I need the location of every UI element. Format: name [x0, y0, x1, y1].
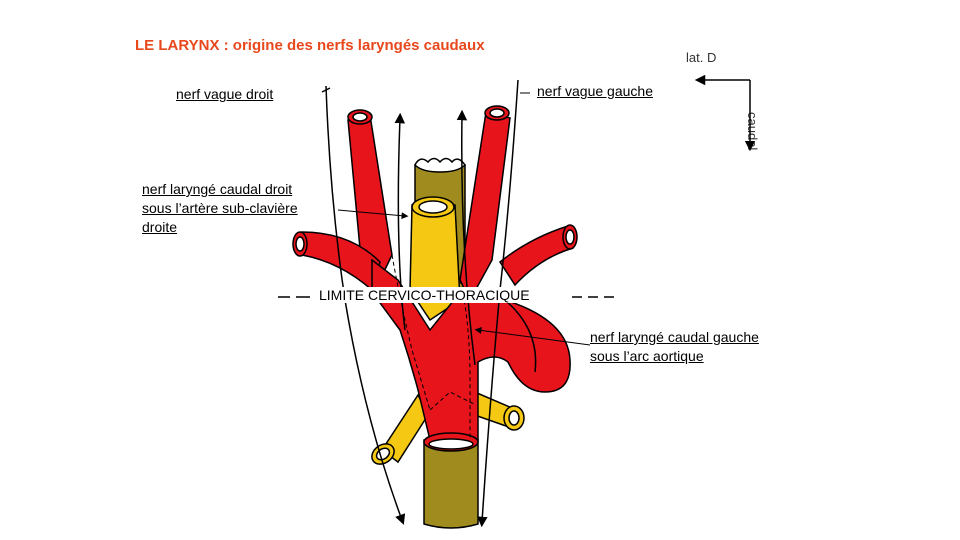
label-line: droite	[142, 219, 178, 235]
lateral-orientation-label: lat. D	[686, 50, 717, 65]
label-line: nerf laryngé caudal gauche	[590, 329, 759, 345]
trachea-lower	[423, 439, 479, 529]
label-line: sous l’artère sub-clavière	[142, 200, 298, 216]
label-line: sous l’arc aortique	[590, 348, 704, 364]
label-line: nerf laryngé caudal droit	[142, 181, 293, 197]
label-nerf-larynge-caudal-droit: nerf laryngé caudal droit sous l’artère …	[142, 180, 298, 237]
diagram-title: LE LARYNX : origine des nerfs laryngés c…	[135, 37, 485, 54]
pointer-nerf-larynge-caudal-droit	[337, 209, 409, 220]
recurrent-laryngeal-nerves	[394, 109, 476, 366]
label-nerf-vague-droit: nerf vague droit	[176, 86, 274, 102]
nerf-larynge-caudal-droit	[394, 112, 406, 331]
label-nerf-larynge-caudal-gauche: nerf laryngé caudal gauche sous l’arc ao…	[590, 328, 759, 366]
limite-text: LIMITE CERVICO-THORACIQUE	[315, 287, 534, 303]
arteries	[292, 105, 578, 452]
orientation-arrows	[694, 74, 756, 152]
nerf-larynge-caudal-gauche	[456, 109, 476, 366]
label-nerf-vague-gauche: nerf vague gauche	[537, 83, 653, 99]
pointer-nerf-larynge-caudal-gauche	[474, 326, 591, 346]
label-pointers	[337, 92, 591, 346]
limite-cervico-thoracique-label: LIMITE CERVICO-THORACIQUE	[275, 286, 534, 305]
